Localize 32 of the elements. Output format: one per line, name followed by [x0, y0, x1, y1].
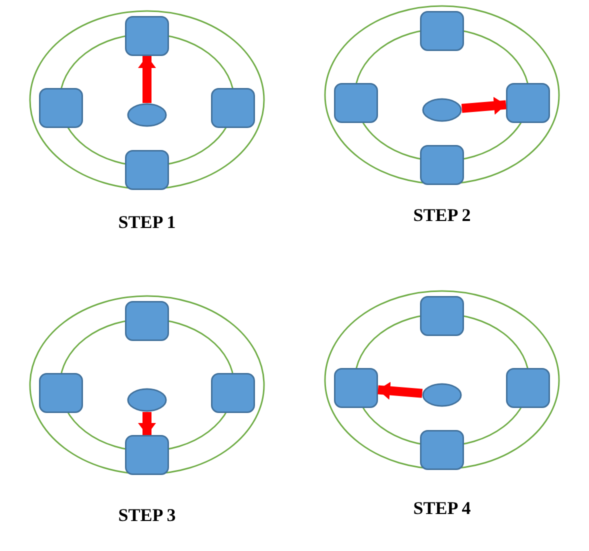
arrow	[378, 382, 423, 400]
arrow	[138, 412, 156, 435]
step-caption: STEP 1	[118, 212, 176, 233]
rounded-square	[420, 11, 464, 51]
outer-ring	[324, 290, 560, 470]
outer-ring	[29, 295, 265, 475]
rounded-square	[420, 296, 464, 336]
outer-ring	[324, 5, 560, 185]
rounded-square	[420, 430, 464, 470]
arrow	[138, 56, 156, 103]
rounded-square	[125, 301, 169, 341]
rounded-square	[39, 88, 83, 128]
arrow	[461, 96, 506, 115]
center-ellipse	[127, 103, 167, 127]
rounded-square	[125, 16, 169, 56]
rounded-square	[125, 150, 169, 190]
step-caption: STEP 2	[413, 205, 471, 226]
rounded-square	[125, 435, 169, 475]
step-caption: STEP 4	[413, 498, 471, 519]
rounded-square	[420, 145, 464, 185]
rounded-square	[211, 88, 255, 128]
rounded-square	[334, 368, 378, 408]
rounded-square	[506, 368, 550, 408]
rounded-square	[506, 83, 550, 123]
center-ellipse	[422, 383, 462, 407]
rounded-square	[39, 373, 83, 413]
center-ellipse	[422, 98, 462, 122]
outer-ring	[29, 10, 265, 190]
rounded-square	[334, 83, 378, 123]
center-ellipse	[127, 388, 167, 412]
step-caption: STEP 3	[118, 505, 176, 526]
rounded-square	[211, 373, 255, 413]
